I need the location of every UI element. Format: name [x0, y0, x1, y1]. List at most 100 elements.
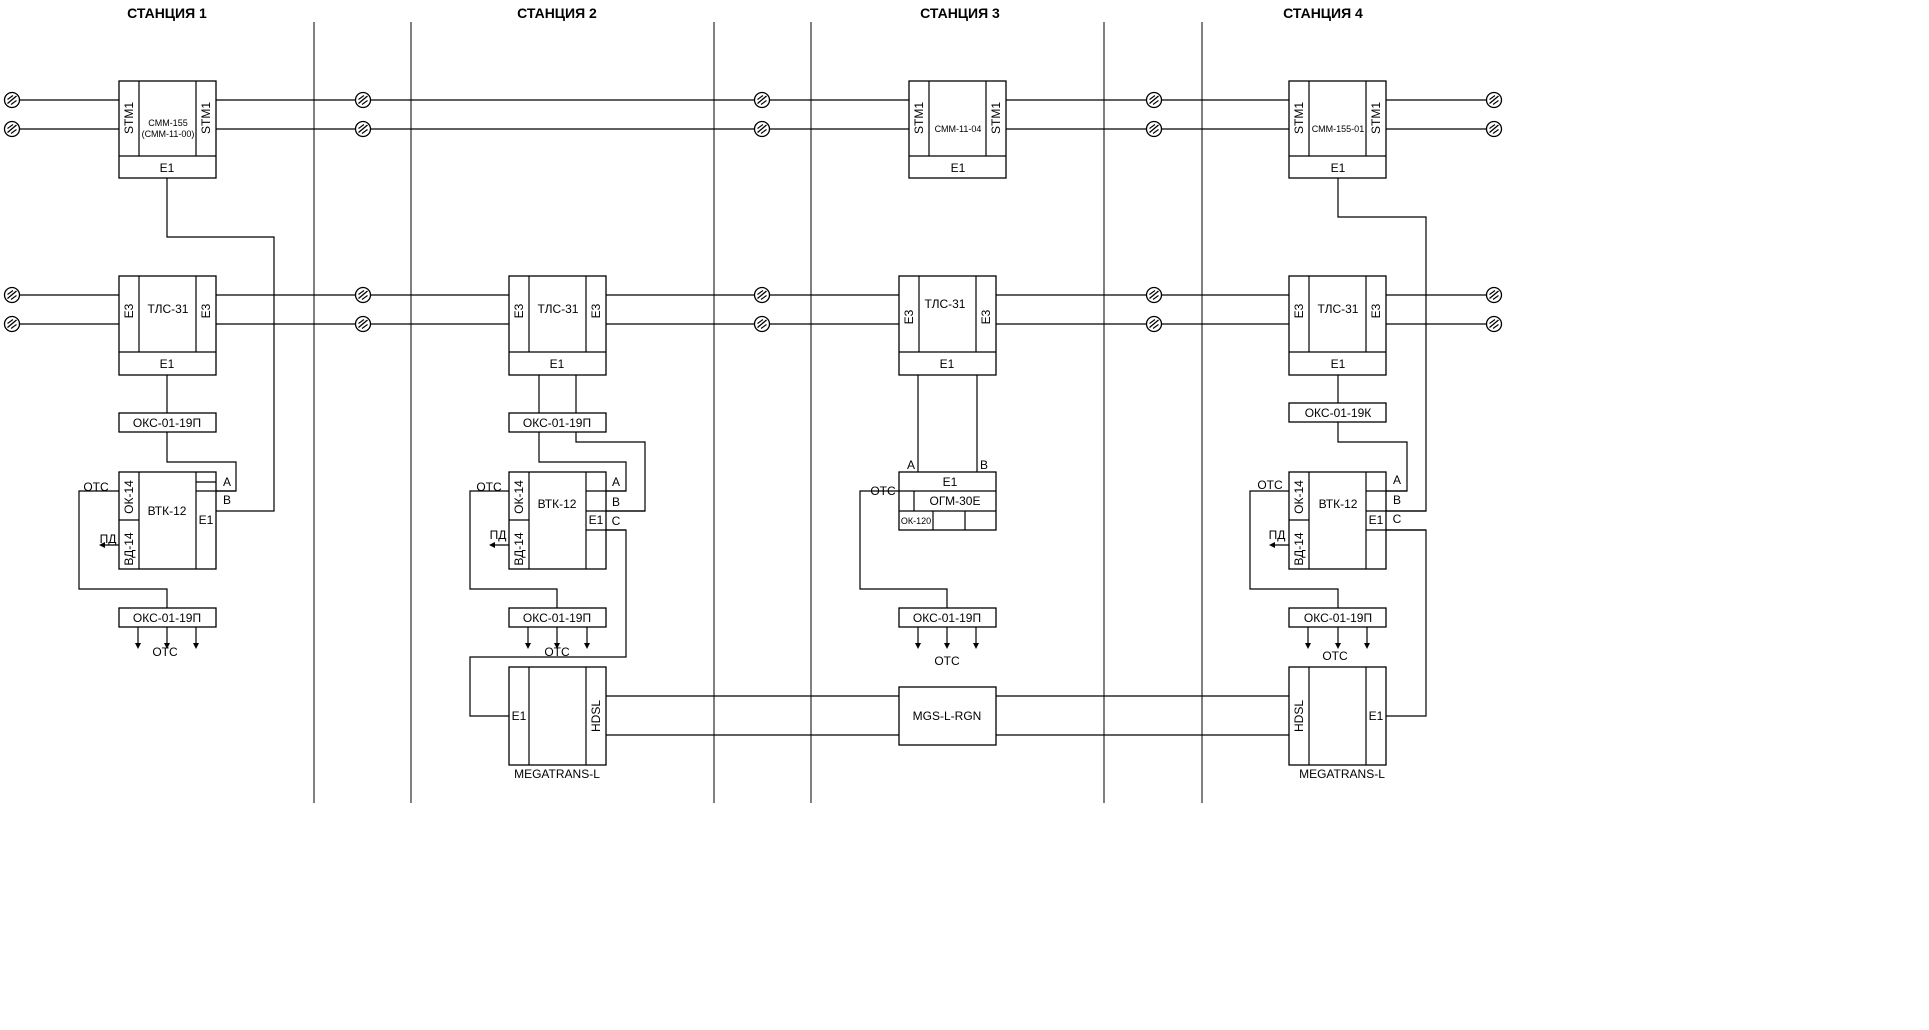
mgs-regenerator: MGS-L-RGN — [898, 686, 997, 746]
tls-name: ТЛС-31 — [1318, 302, 1359, 316]
ots-label: ОТС — [870, 484, 896, 498]
station-4-header: СТАНЦИЯ 4 — [1283, 5, 1363, 21]
oks-station-3-lower: ОКС-01-19П ОТС — [898, 607, 997, 668]
oks-station-4-upper: ОКС-01-19К — [1288, 402, 1387, 423]
stm1-port-right: STM1 — [199, 102, 213, 134]
e3-port-right: E3 — [979, 309, 993, 324]
sdh-mux-name: СММ-155 — [148, 118, 187, 128]
ots-output-label: ОТС — [1322, 649, 1348, 663]
pd-label: ПД — [1269, 528, 1286, 542]
e1-port: E1 — [1369, 709, 1384, 723]
megatrans-name: MEGATRANS-L — [514, 767, 600, 781]
e3-port-right: E3 — [199, 303, 213, 318]
pd-label: ПД — [490, 528, 507, 542]
vtk-name: ВТК-12 — [148, 504, 187, 518]
port-b: B — [980, 458, 988, 472]
e1-port: E1 — [1369, 513, 1384, 527]
ots-output-label: ОТС — [934, 654, 960, 668]
e1-port: E1 — [589, 513, 604, 527]
port-a: A — [223, 475, 231, 489]
sdh-mux-station-4: STM1 STM1 СММ-155-01 E1 — [1288, 80, 1387, 179]
oks-station-4-lower: ОКС-01-19П ОТС — [1288, 607, 1387, 663]
tls-name: ТЛС-31 — [538, 302, 579, 316]
pd-arrow-icon — [1269, 542, 1275, 548]
e3-port-left: E3 — [512, 303, 526, 318]
tls-station-3: E3 E3 ТЛС-31 E1 — [898, 275, 997, 376]
station-3-header: СТАНЦИЯ 3 — [920, 5, 1000, 21]
port-b: B — [223, 493, 231, 507]
ok120-port: ОК-120 — [901, 516, 931, 526]
e1-port: E1 — [199, 513, 214, 527]
oks-label: ОКС-01-19П — [913, 611, 981, 625]
hdsl-port: HDSL — [589, 700, 603, 732]
oks-station-2-upper: ОКС-01-19П — [508, 412, 607, 433]
oks-label: ОКС-01-19П — [1304, 611, 1372, 625]
e3-port-left: E3 — [122, 303, 136, 318]
ok14-port: ОК-14 — [122, 480, 136, 514]
sdh-mux-station-1: STM1 STM1 СММ-155 (СММ-11-00) E1 — [118, 80, 217, 179]
oks-label: ОКС-01-19К — [1305, 406, 1372, 420]
port-c: C — [1393, 512, 1402, 526]
sdh-mux-name: СММ-155-01 — [1312, 124, 1364, 134]
ots-output-label: ОТС — [152, 645, 178, 659]
network-diagram: СТАНЦИЯ 1 СТАНЦИЯ 2 СТАНЦИЯ 3 СТАНЦИЯ 4 — [3, 5, 1503, 803]
e1-port: E1 — [550, 357, 565, 371]
e3-trunk-lines — [20, 294, 1486, 325]
ogm-station-3: A B E1 ОГМ-30Е ОК-120 ОТС — [870, 458, 997, 531]
ok14-port: ОК-14 — [1292, 480, 1306, 514]
pd-label: ПД — [100, 532, 117, 546]
port-a: A — [1393, 473, 1401, 487]
port-a: A — [907, 458, 915, 472]
e1-port: E1 — [951, 161, 966, 175]
e1-port: E1 — [1331, 161, 1346, 175]
tls-station-2: E3 E3 ТЛС-31 E1 — [508, 275, 607, 376]
vd14-port: ВД-14 — [1292, 532, 1306, 566]
megatrans-station-4: HDSL E1 MEGATRANS-L — [1288, 666, 1387, 781]
oks-station-2-lower: ОКС-01-19П ОТС — [508, 607, 607, 659]
tls-station-1: E3 E3 ТЛС-31 E1 — [118, 275, 217, 376]
ots-label: ОТС — [1257, 478, 1283, 492]
station-1-header: СТАНЦИЯ 1 — [127, 5, 207, 21]
vtk-station-1: ОК-14 ВД-14 ВТК-12 E1 A B ОТС ПД — [83, 471, 236, 570]
e3-port-left: E3 — [1292, 303, 1306, 318]
ogm-name: ОГМ-30Е — [930, 494, 981, 508]
vtk-name: ВТК-12 — [538, 497, 577, 511]
interconnect-wiring — [78, 178, 1427, 736]
port-b: B — [1393, 493, 1401, 507]
e1-port: E1 — [940, 357, 955, 371]
vtk-name: ВТК-12 — [1319, 497, 1358, 511]
e1-port: E1 — [943, 475, 958, 489]
sdh-mux-name-alt: (СММ-11-00) — [142, 129, 195, 139]
e1-port: E1 — [512, 709, 527, 723]
stm1-port-left: STM1 — [1292, 102, 1306, 134]
hdsl-port: HDSL — [1292, 700, 1306, 732]
port-a: A — [612, 475, 620, 489]
mgs-name: MGS-L-RGN — [913, 709, 982, 723]
e3-port-right: E3 — [1369, 303, 1383, 318]
vtk-station-2: ОК-14 ВД-14 ВТК-12 E1 A B C ОТС ПД — [476, 471, 645, 570]
vtk-station-4: ОК-14 ВД-14 ВТК-12 E1 A B C ОТС ПД — [1257, 471, 1426, 570]
station-separators — [313, 22, 1203, 803]
tls-station-4: E3 E3 ТЛС-31 E1 — [1288, 275, 1387, 376]
e1-port: E1 — [1331, 357, 1346, 371]
e3-port-right: E3 — [589, 303, 603, 318]
port-c: C — [612, 514, 621, 528]
e1-port: E1 — [160, 161, 175, 175]
optical-connectors — [3, 91, 1503, 333]
pd-arrow-icon — [99, 542, 105, 548]
station-2-header: СТАНЦИЯ 2 — [517, 5, 597, 21]
megatrans-station-2: E1 HDSL MEGATRANS-L — [508, 666, 607, 781]
ots-label: ОТС — [83, 480, 109, 494]
e3-port-left: E3 — [902, 309, 916, 324]
oks-label: ОКС-01-19П — [523, 416, 591, 430]
stm1-port-left: STM1 — [122, 102, 136, 134]
stm1-port-right: STM1 — [989, 102, 1003, 134]
e1-port: E1 — [160, 357, 175, 371]
oks-label: ОКС-01-19П — [523, 611, 591, 625]
oks-station-1-upper: ОКС-01-19П — [118, 412, 217, 433]
oks-label: ОКС-01-19П — [133, 416, 201, 430]
ots-label: ОТС — [476, 480, 502, 494]
stm1-trunk-lines — [20, 99, 1486, 130]
vd14-port: ВД-14 — [122, 532, 136, 566]
ok14-port: ОК-14 — [512, 480, 526, 514]
